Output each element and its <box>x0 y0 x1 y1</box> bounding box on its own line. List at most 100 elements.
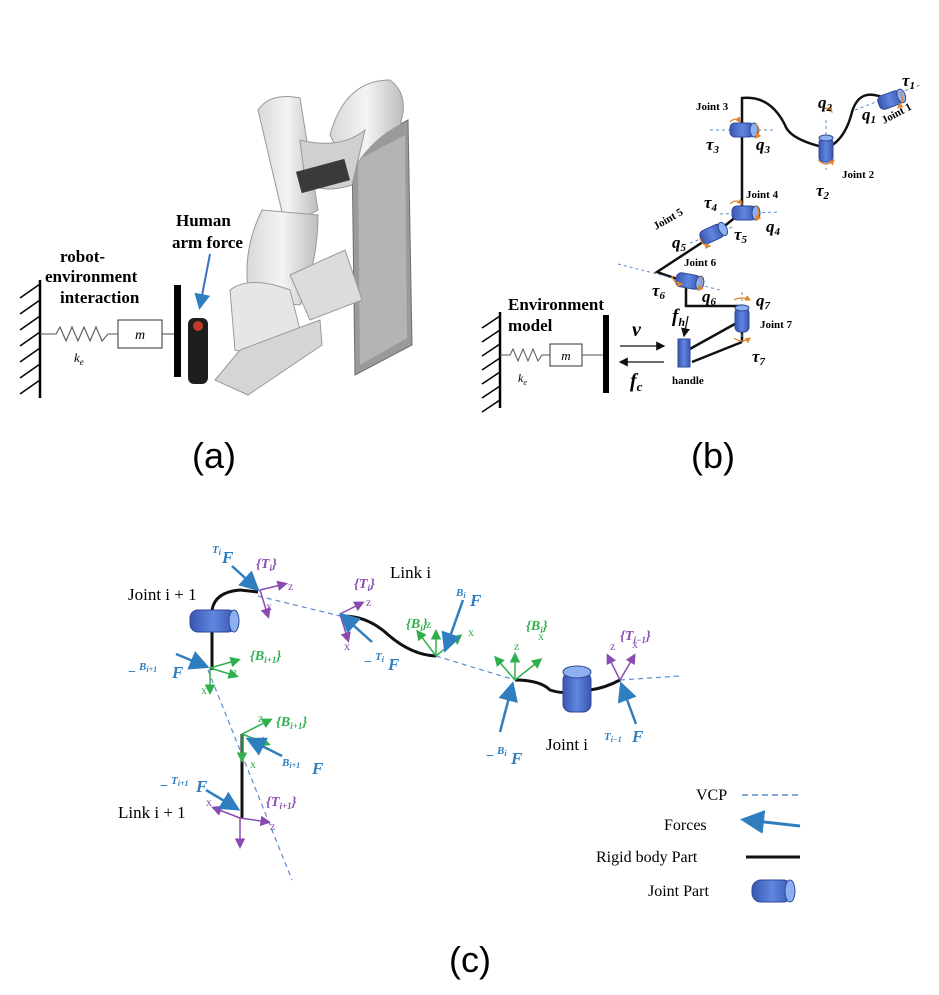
tau2-label: τ2 <box>816 181 830 202</box>
svg-text:{Ti}: {Ti} <box>354 577 375 593</box>
legend-forces-label: Forces <box>664 817 707 834</box>
tau3-label: τ3 <box>706 135 720 156</box>
human-force-arrow <box>194 253 211 310</box>
joint-3-cyl <box>729 122 759 138</box>
q3-label: q3 <box>756 135 771 156</box>
q6-label: q6 <box>702 287 717 308</box>
svg-text:Ti: Ti <box>212 544 222 557</box>
joint-3-label: Joint 3 <box>696 101 729 113</box>
legend: VCP Forces Rigid body Part Joint Part <box>596 787 801 903</box>
handle-label: handle <box>672 375 704 387</box>
legend-joint-label: Joint Part <box>648 883 709 900</box>
force-Bi1F: Bi+1 F <box>245 737 324 778</box>
rigid-joint-i-right <box>589 678 621 692</box>
q5-label: q5 <box>672 233 687 254</box>
mass-label-a: m <box>135 328 145 343</box>
joint-i1-label: Joint i + 1 <box>128 585 197 604</box>
mass-label-b: m <box>561 348 570 363</box>
svg-text:−: − <box>486 749 494 764</box>
joint-5-cyl <box>699 221 729 245</box>
svg-text:Ti+1: Ti+1 <box>171 775 189 788</box>
caption-b: (b) <box>691 435 735 476</box>
joint-2-cyl <box>818 134 834 163</box>
tau6-label: τ6 <box>652 281 666 302</box>
q7-label: q7 <box>756 291 771 312</box>
link-i1-label: Link i + 1 <box>118 803 186 822</box>
svg-text:z: z <box>514 639 519 653</box>
tau5-label: τ5 <box>734 225 748 246</box>
svg-text:Bi: Bi <box>496 745 507 758</box>
svg-text:x: x <box>206 795 212 809</box>
frame-Ti1: z x {Ti+1} <box>206 795 297 849</box>
joint-6-label: Joint 6 <box>684 257 717 269</box>
svg-text:F: F <box>510 749 523 768</box>
environment-label: Environment model <box>508 295 608 335</box>
plate-b <box>603 315 609 393</box>
spring-a <box>40 325 118 343</box>
svg-text:{Ti+1}: {Ti+1} <box>266 795 297 811</box>
svg-text:Bi: Bi <box>455 587 466 600</box>
svg-text:{Bi}: {Bi} <box>526 619 548 635</box>
legend-rigid-label: Rigid body Part <box>596 849 698 866</box>
frame-Bi1-a: x z {Bi+1} <box>201 649 281 697</box>
svg-text:{Bi+1}: {Bi+1} <box>250 649 281 665</box>
svg-text:−: − <box>160 779 168 794</box>
force-TiF-top: Ti F <box>212 544 260 592</box>
frame-Ti-a: z x {Ti} <box>256 557 293 619</box>
svg-text:x: x <box>468 625 474 639</box>
force-minus-BiF: − Bi F <box>486 681 523 768</box>
svg-text:{Bi+1}: {Bi+1} <box>276 715 307 731</box>
rigid-joint-i1-top <box>210 588 259 611</box>
joint-1-cyl <box>877 88 907 110</box>
plate-a <box>174 285 181 377</box>
fh-label: fh <box>672 306 685 329</box>
force-minus-TiF: − Ti F <box>339 612 400 674</box>
joint-5-label: Joint 5 <box>652 206 686 233</box>
fh-arrow <box>681 315 690 338</box>
joint-2-label: Joint 2 <box>842 169 875 181</box>
svg-text:{Bi}: {Bi} <box>406 617 428 633</box>
force-minus-Ti1F: − Ti+1 F <box>160 775 241 811</box>
legend-joint-swatch <box>751 879 796 903</box>
torque-arcs-b <box>671 91 904 344</box>
svg-text:F: F <box>387 655 400 674</box>
robot-handle <box>188 318 208 384</box>
svg-text:z: z <box>232 665 237 679</box>
legend-forces-swatch <box>740 810 801 834</box>
svg-text:F: F <box>469 591 482 610</box>
svg-text:F: F <box>631 727 644 746</box>
svg-text:z: z <box>366 595 371 609</box>
link-i-label: Link i <box>390 563 431 582</box>
handle-button <box>193 321 203 331</box>
svg-text:x: x <box>201 683 207 697</box>
svg-text:−: − <box>364 655 372 670</box>
svg-text:Ti: Ti <box>375 651 385 664</box>
legend-vcp-label: VCP <box>696 787 727 804</box>
svg-text:z: z <box>610 639 615 653</box>
svg-text:Bi+1: Bi+1 <box>281 757 300 770</box>
svg-text:z: z <box>426 617 431 631</box>
svg-text:x: x <box>266 599 272 613</box>
caption-c: (c) <box>449 939 491 980</box>
svg-text:z: z <box>270 819 275 833</box>
svg-text:F: F <box>171 663 184 682</box>
caption-a: (a) <box>192 435 236 476</box>
panel-c: Joint i + 1 Joint i Link i Link i + 1 z … <box>118 544 801 980</box>
svg-text:F: F <box>311 759 324 778</box>
wall-hatch-a <box>19 283 41 395</box>
tau7-label: τ7 <box>752 347 766 368</box>
svg-text:z: z <box>288 579 293 593</box>
svg-text:x: x <box>538 629 544 643</box>
interaction-label: robot- environment interaction <box>45 247 142 307</box>
svg-text:{Ti−1}: {Ti−1} <box>620 629 651 645</box>
spring-label-a: ke <box>74 350 84 367</box>
frame-Tim1: z x {Ti−1} <box>606 629 651 681</box>
tau1-label: τ1 <box>902 71 915 92</box>
joint-7-cyl <box>734 304 750 333</box>
robot-photo <box>188 79 413 396</box>
svg-text:z: z <box>258 711 263 725</box>
human-force-label: Human arm force <box>172 211 243 252</box>
spring-b <box>500 347 550 363</box>
